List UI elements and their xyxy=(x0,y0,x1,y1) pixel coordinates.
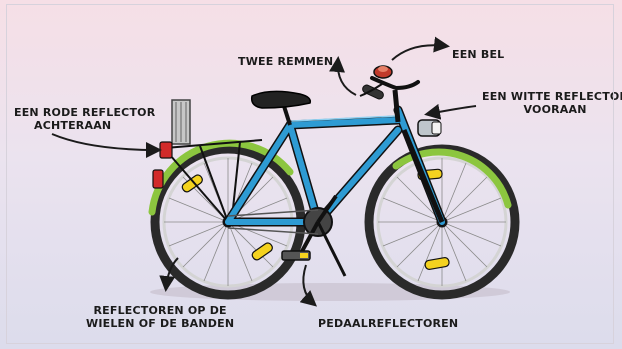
pedal-reflector xyxy=(300,253,308,258)
rear-red-reflector xyxy=(160,142,172,158)
arrow-twee-remmen xyxy=(338,60,356,95)
saddle xyxy=(252,91,311,108)
arrow-witte-reflector xyxy=(428,106,476,114)
bell-icon xyxy=(374,66,392,78)
kickstand xyxy=(318,222,345,276)
label-wielen-line2: WIELEN OF DE BANDEN xyxy=(86,317,234,330)
label-pedaalreflectoren: PEDAALREFLECTOREN xyxy=(318,317,458,330)
label-twee-remmen: TWEE REMMEN xyxy=(238,55,333,68)
fender-red-reflector xyxy=(153,170,163,188)
arrow-rode-reflector xyxy=(52,134,158,150)
label-witte-reflector: EEN WITTE REFLECTOR VOORAAN xyxy=(482,90,622,116)
label-rode-reflector-line2: ACHTERAAN xyxy=(14,119,155,132)
stem xyxy=(395,90,398,122)
label-witte-reflector-line1: EEN WITTE REFLECTOR xyxy=(482,90,622,103)
arrow-een-bel xyxy=(392,45,446,60)
label-een-bel: EEN BEL xyxy=(452,48,504,61)
label-witte-reflector-line2: VOORAAN xyxy=(482,103,622,116)
label-rode-reflector-line1: EEN RODE REFLECTOR xyxy=(14,106,155,119)
front-spoke-reflector-bottom xyxy=(424,257,449,270)
front-white-reflector xyxy=(418,120,441,136)
label-wielen-line1: REFLECTOREN OP DE xyxy=(86,304,234,317)
handlebar-grip xyxy=(361,84,384,101)
label-rode-reflector: EEN RODE REFLECTOR ACHTERAAN xyxy=(14,106,155,132)
rear-spoke-reflector-bottom xyxy=(251,241,274,261)
label-reflectoren-wielen: REFLECTOREN OP DE WIELEN OF DE BANDEN xyxy=(86,304,234,330)
